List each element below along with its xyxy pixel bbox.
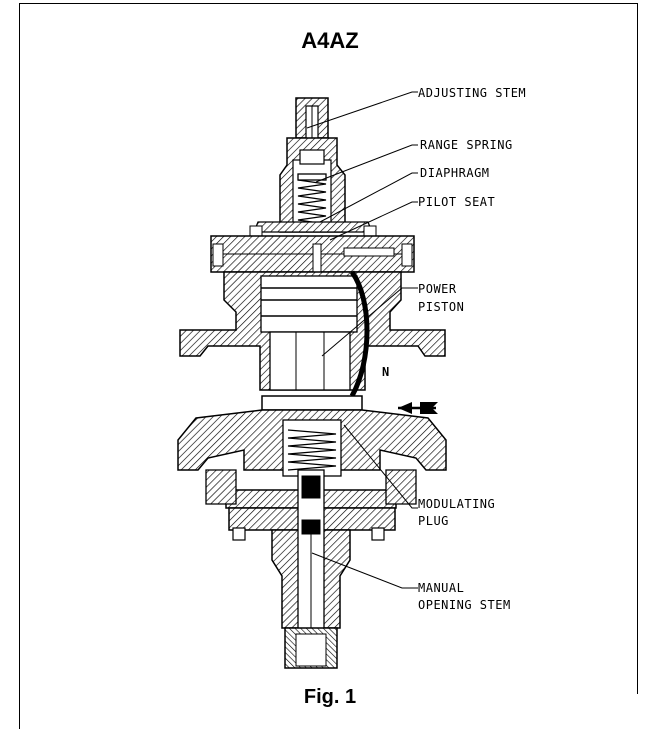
n-marker: N (382, 365, 390, 379)
leader-range-spring (315, 144, 418, 183)
label-pilot-seat: PILOT SEAT (418, 195, 495, 209)
figure-caption: Fig. 1 (303, 686, 357, 708)
flow-arrow (398, 402, 438, 414)
label-piston: PISTON (418, 300, 464, 314)
label-range-spring: RANGE SPRING (420, 138, 513, 152)
label-adjusting-stem: ADJUSTING STEM (418, 86, 526, 100)
label-power: POWER (418, 282, 457, 296)
label-manual: MANUAL (418, 581, 464, 595)
leader-modulating-plug (343, 424, 418, 509)
manual-stem-housing (271, 469, 351, 669)
plug-spring (287, 429, 337, 471)
label-diaphragm: DIAPHRAGM (420, 166, 490, 180)
leader-pilot-seat (329, 201, 418, 241)
top-flange (210, 235, 415, 273)
spring-bonnet (279, 137, 346, 233)
range-spring (297, 173, 327, 225)
label-modulating: MODULATING (418, 497, 495, 511)
diaphragm-plate (249, 221, 377, 237)
leader-manual-opening-stem (311, 552, 418, 589)
leader-adjusting-stem (306, 91, 418, 129)
leader-power-piston (321, 287, 418, 357)
adjusting-stem-cap (295, 97, 329, 150)
diagram-title: A4AZ (301, 28, 359, 53)
leader-diaphragm (319, 172, 418, 223)
label-plug: PLUG (418, 514, 449, 528)
upper-body (179, 270, 446, 398)
frame-left-extension (19, 694, 20, 729)
label-opening-stem: OPENING STEM (418, 598, 511, 612)
diagram-frame (19, 3, 638, 694)
